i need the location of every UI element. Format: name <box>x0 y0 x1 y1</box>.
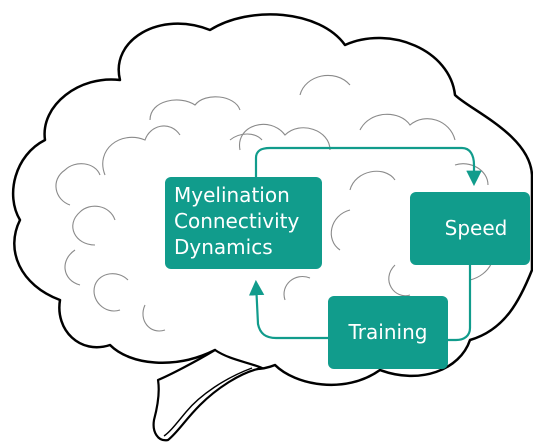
node-speed-box <box>410 192 530 265</box>
connection-arrows <box>248 146 482 342</box>
node-training: Training <box>328 296 448 369</box>
node-myelination-label: Myelination Connectivity Dynamics <box>174 183 306 259</box>
node-speed: Speed <box>410 192 530 265</box>
brain-stem-inner-line <box>163 367 253 437</box>
node-speed-label: Speed <box>445 216 508 240</box>
arrow-myelination-to-speed <box>254 146 482 187</box>
node-myelination-connectivity-dynamics: Myelination Connectivity Dynamics <box>165 177 322 269</box>
brain-gyri <box>55 75 495 332</box>
node-training-label: Training <box>348 320 428 344</box>
arrow-speed-to-training <box>448 265 472 342</box>
node-training-box <box>328 296 448 369</box>
node-myelination-line-1: Myelination <box>174 183 290 207</box>
node-myelination-box <box>165 177 322 269</box>
node-myelination-line-3: Dynamics <box>174 235 273 259</box>
arrow-training-to-myelination <box>248 279 328 340</box>
node-myelination-line-2: Connectivity <box>174 209 299 233</box>
